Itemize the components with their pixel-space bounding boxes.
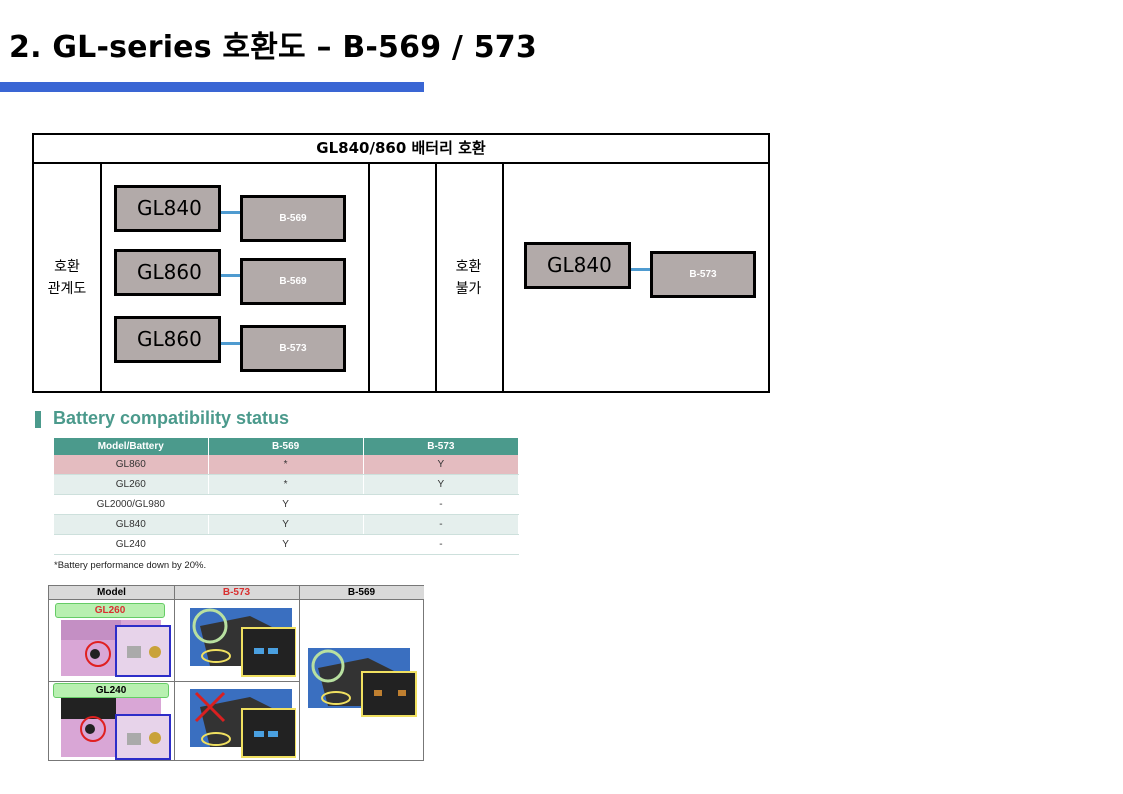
- divider: [299, 586, 300, 760]
- compat-right-label: 호환 불가: [455, 259, 482, 297]
- connector-line: [221, 342, 241, 345]
- column-header: B-569: [208, 438, 364, 455]
- b573-battery-photo: [190, 608, 296, 677]
- table-header-row: Model/Battery B-569 B-573: [54, 438, 520, 455]
- divider: [502, 162, 504, 391]
- column-header: B-573: [363, 438, 520, 455]
- model-tag: GL260: [55, 603, 165, 618]
- table-row: GL260*Y: [54, 474, 520, 495]
- footnote: *Battery performance down by 20%.: [54, 560, 207, 571]
- model-box: GL840: [524, 242, 631, 289]
- divider: [368, 162, 370, 391]
- title-underline: [0, 82, 424, 92]
- column-header: B-569: [299, 586, 424, 600]
- section-marker: [35, 411, 41, 428]
- model-box: GL840: [114, 185, 221, 232]
- page-title: 2. GL-series 호환도 – B-569 / 573: [9, 30, 537, 65]
- connector-line: [631, 268, 651, 271]
- b569-battery-photo: [308, 648, 417, 717]
- column-header: Model/Battery: [54, 438, 209, 455]
- compat-diagram: GL840/860 배터리 호환 호환 관계도 호환 불가 GL840 B-56…: [32, 133, 770, 393]
- connector-line: [221, 211, 241, 214]
- gl260-device-photo: [61, 620, 171, 677]
- battery-box: B-573: [240, 325, 346, 372]
- column-header: Model: [49, 586, 174, 600]
- table-row: GL860*Y: [54, 455, 520, 475]
- divider: [49, 681, 299, 682]
- battery-box: B-569: [240, 195, 346, 242]
- divider: [435, 162, 437, 391]
- divider: [174, 586, 175, 760]
- gl240-device-photo: [61, 697, 171, 760]
- model-tag: GL240: [53, 683, 169, 698]
- model-box: GL860: [114, 316, 221, 363]
- connector-photo-grid: Model B-573 B-569 GL260 GL240: [48, 585, 424, 761]
- divider: [100, 162, 102, 391]
- model-box: GL860: [114, 249, 221, 296]
- column-header: B-573: [174, 586, 299, 600]
- battery-box: B-573: [650, 251, 756, 298]
- status-table: Model/Battery B-569 B-573 GL860*Y GL260*…: [54, 438, 520, 555]
- connector-line: [221, 274, 241, 277]
- status-title: Battery compatibility status: [53, 408, 290, 428]
- compat-header: GL840/860 배터리 호환: [34, 135, 768, 164]
- compat-left-label: 호환 관계도: [47, 259, 87, 297]
- battery-box: B-569: [240, 258, 346, 305]
- b573-battery-photo-incompatible: [190, 689, 296, 758]
